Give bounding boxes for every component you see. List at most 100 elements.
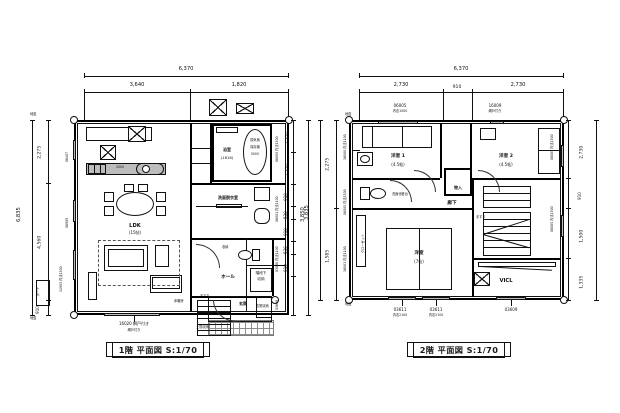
f2-right-seg3-dim: 1,500 bbox=[579, 229, 585, 243]
f2-window-code-left-2: 06005 内法1300 bbox=[343, 189, 347, 215]
f1-note-voltage: 500V bbox=[250, 152, 260, 156]
f1-sofa-cushion bbox=[108, 249, 144, 267]
f2-corner-marker-sw bbox=[345, 296, 353, 304]
f1-window-bottom bbox=[104, 313, 160, 316]
f1-doma-note: 土間収納 bbox=[196, 325, 209, 329]
f2-right-seg1-dim: 2,730 bbox=[579, 145, 585, 159]
f2-partition-h4 bbox=[472, 258, 561, 260]
f1-right-seg3-dim: 910 bbox=[282, 193, 288, 201]
f1-right-dim-total-line bbox=[308, 120, 309, 315]
f1-window-code-right-4: 03609 bbox=[275, 299, 279, 310]
f2-window-code-right-2: 06005 内法1300 bbox=[550, 206, 554, 232]
f1-total-width-dim: 6,370 bbox=[178, 66, 194, 72]
f1-corner-marker-nw bbox=[70, 116, 78, 124]
f1-partition-horizontal-mid bbox=[190, 238, 286, 240]
f1-room-label-bath: 浴室 bbox=[223, 147, 231, 152]
f1-title-text: 1階 平面図 S:1/70 bbox=[111, 341, 205, 358]
f2-dim-seg-line bbox=[359, 92, 563, 93]
f2-right-dim-total-line bbox=[596, 120, 597, 300]
f2-partition-h1 bbox=[352, 178, 440, 180]
f1-ground-note-bottom: 地盤 bbox=[30, 316, 37, 320]
f1-right-seg1-dim: 1,320 bbox=[284, 132, 290, 144]
f2-room-label-bedroom1: 洋室 1 bbox=[391, 154, 405, 159]
f1-toilet-bowl bbox=[238, 250, 252, 260]
f1-under-stair-storage bbox=[250, 268, 272, 292]
f1-porch-label: ポーチ bbox=[36, 286, 41, 297]
f1-left-seg3-dim: 910 bbox=[34, 306, 40, 314]
f1-window-code-right-1: 06005 内法1300 bbox=[275, 136, 279, 162]
f2-room-label-storage: 物入 bbox=[454, 185, 462, 190]
f1-left-seg2-dim: 4,560 bbox=[37, 235, 43, 249]
f1-kitchen-upper-cabinet bbox=[86, 127, 152, 141]
f2-window-code-top-1-note: 内法1500 bbox=[392, 109, 408, 113]
f2-seg3-dim: 2,730 bbox=[510, 82, 526, 88]
f1-toilet-note: 収納 bbox=[222, 245, 229, 249]
f2-vanity-unit bbox=[357, 152, 373, 166]
f1-seg1-dim: 3,640 bbox=[129, 82, 145, 88]
f1-left-total-dim: 6,835 bbox=[15, 207, 22, 223]
f1-room-label-hall: ホール bbox=[221, 275, 235, 280]
f2-window-code-left-1: 16000 内法1100 bbox=[343, 134, 347, 160]
f1-room-label-ldk: LDK bbox=[129, 223, 141, 229]
f1-window-code-left-2: 06909 bbox=[65, 217, 69, 228]
f1-dining-chair-2 bbox=[104, 206, 114, 216]
f1-dining-chair-3 bbox=[156, 192, 166, 202]
f2-stair-handrail-note: 手すり bbox=[476, 215, 486, 219]
f2-partition-v3 bbox=[472, 178, 474, 297]
f2-room-size-bedroom2: (4.5帖) bbox=[499, 162, 513, 167]
f2-window-code-bottom-1: 03611 bbox=[393, 307, 407, 312]
f2-title-text: 2階 平面図 S:1/70 bbox=[412, 341, 506, 358]
f1-equipment-symbol-meter bbox=[236, 103, 254, 114]
f1-floor-heat-note: 床暖房 bbox=[174, 299, 184, 303]
f1-ground-note-top: 地盤 bbox=[30, 112, 37, 116]
f2-corner-marker-nw bbox=[345, 116, 353, 124]
f1-counter-note: 2000 bbox=[116, 165, 125, 169]
f2-right-seg2-dim: 910 bbox=[576, 192, 582, 200]
f1-kitchen-sink bbox=[88, 164, 106, 174]
f1-washroom-shelf bbox=[216, 204, 242, 208]
f1-right-seg6-dim: 530 bbox=[282, 246, 288, 254]
f1-partition-vertical-main bbox=[190, 123, 192, 312]
f2-room-label-corridor: 廊下 bbox=[447, 201, 457, 206]
f1-right-seg4-dim: 530 bbox=[282, 211, 288, 219]
f1-dining-chair-6 bbox=[138, 184, 148, 192]
f2-bedroom2-closet bbox=[538, 128, 560, 174]
f2-window-code-right-1: 06005 内法1300 bbox=[550, 134, 554, 160]
f2-window-right-b bbox=[561, 215, 564, 237]
f2-total-width-dim: 6,370 bbox=[453, 66, 469, 72]
f1-window-code-bottom: 16020 網戸付き bbox=[119, 321, 149, 326]
f1-room-label-entrance: 玄関 bbox=[239, 301, 247, 306]
f1-room-label-washroom: 洗面脱衣室 bbox=[218, 195, 238, 200]
f1-dining-chair-5 bbox=[124, 184, 134, 192]
f1-sofa bbox=[104, 245, 148, 271]
f2-master-closet bbox=[356, 215, 366, 267]
f1-dining-chair-4 bbox=[156, 206, 166, 216]
f2-window-bottom-c bbox=[496, 297, 526, 300]
f2-left-seg2-dim: 1,585 bbox=[325, 249, 331, 263]
f2-window-code-bottom-1-note: 内法2100 bbox=[392, 313, 408, 317]
f1-right-seg5-dim: 910 bbox=[282, 228, 288, 236]
f1-side-table bbox=[155, 245, 169, 267]
f1-bath-washstand bbox=[216, 127, 238, 133]
f2-window-bottom-b bbox=[422, 297, 450, 300]
f2-partition-h3 bbox=[352, 208, 472, 210]
f1-appliance-symbol-a bbox=[128, 126, 146, 142]
f2-master-closet-note: クローゼット bbox=[360, 234, 365, 254]
f2-stair-landing bbox=[483, 186, 531, 208]
f1-bathtub bbox=[243, 129, 267, 175]
f1-room-label-understair: 階段下 bbox=[255, 271, 267, 275]
f2-dim-total-line bbox=[359, 76, 563, 77]
f2-ground-note-top: 地盤 bbox=[345, 112, 352, 116]
f1-dining-table bbox=[116, 192, 154, 216]
f1-room-size-ldk: (15帖) bbox=[128, 230, 142, 235]
f1-ceiling-outline bbox=[98, 240, 180, 286]
f2-right-seg4-dim: 1,335 bbox=[579, 275, 585, 289]
f2-window-top-right bbox=[490, 121, 504, 124]
f2-window-code-top-2-note: 網戸付き bbox=[488, 109, 502, 113]
f2-storage-closet bbox=[444, 168, 472, 196]
f1-left-dim-total-line bbox=[32, 120, 33, 315]
f1-corner-marker-sw bbox=[70, 311, 78, 319]
f1-window-code-right-3: 03008 内法1100 bbox=[275, 246, 279, 272]
f2-room-label-master: 洋室 bbox=[414, 251, 424, 256]
